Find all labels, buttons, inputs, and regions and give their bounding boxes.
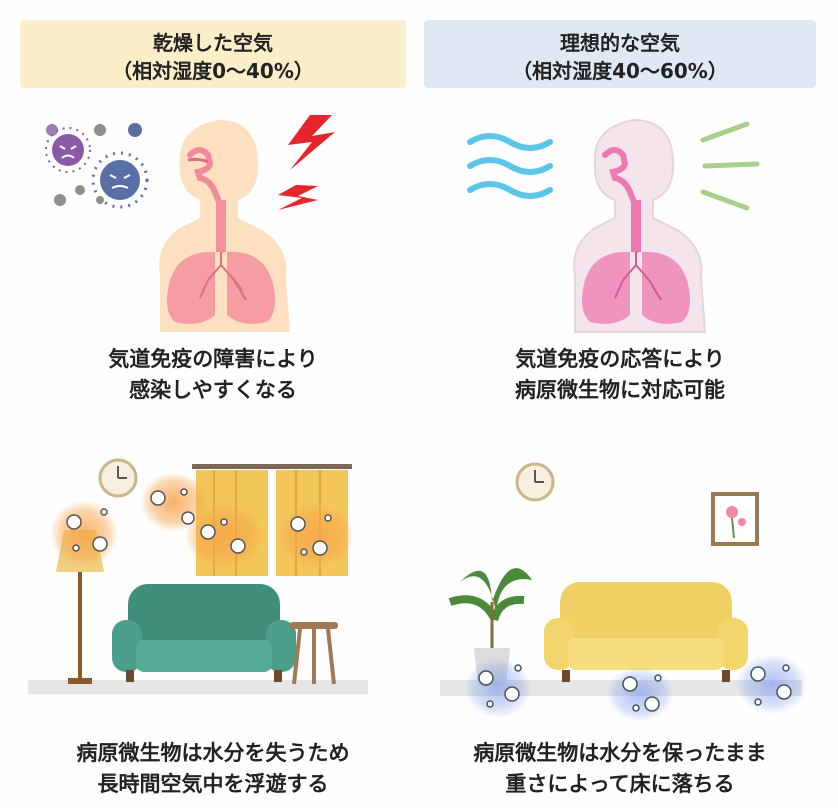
dry-air-caption: 気道免疫の障害により 感染しやすくなる (20, 344, 406, 406)
sofa (544, 582, 748, 682)
dry-air-header: 乾燥した空気 （相対湿度0〜40%） (20, 20, 406, 88)
clock-icon (515, 462, 555, 502)
ideal-air-caption-line2: 病原微生物に対応可能 (515, 378, 725, 402)
lightning-icon (278, 115, 335, 210)
fresh-air-lines-icon (700, 121, 760, 211)
floor (28, 680, 368, 694)
ideal-air-humidity-range: （相対湿度40〜60%） (512, 59, 728, 83)
dry-room-caption: 病原微生物は水分を失うため 長時間空気中を浮遊する (20, 738, 406, 800)
ideal-room-illustration (440, 462, 808, 722)
floating-virus-cluster (50, 472, 354, 568)
clock-icon (98, 458, 138, 498)
ideal-air-header: 理想的な空気 （相対湿度40〜60%） (424, 20, 816, 88)
dry-air-caption-line1: 気道免疫の障害により (108, 347, 318, 371)
dry-air-body-illustration (45, 115, 335, 332)
ideal-air-title: 理想的な空気 (560, 31, 680, 55)
dry-air-caption-line2: 感染しやすくなる (129, 378, 297, 402)
dry-air-humidity-range: （相対湿度0〜40%） (112, 59, 314, 83)
ideal-air-caption-line1: 気道免疫の応答により (515, 347, 725, 371)
dry-room-caption-line2: 長時間空気中を浮遊する (97, 772, 329, 796)
virus-icon (66, 488, 332, 556)
virus-icon (91, 151, 149, 209)
ideal-room-caption-line1: 病原微生物は水分を保ったまま (473, 741, 767, 765)
flower-painting-icon (711, 492, 759, 546)
ideal-room-caption-line2: 重さによって床に落ちる (505, 772, 735, 796)
lungs-icon (581, 251, 691, 324)
ideal-air-caption: 気道免疫の応答により 病原微生物に対応可能 (424, 344, 816, 406)
sofa (112, 584, 296, 682)
dry-air-title: 乾燥した空気 (153, 31, 273, 55)
dry-room-illustration (28, 458, 368, 694)
lungs-icon (166, 251, 276, 324)
side-table (290, 622, 338, 685)
ideal-air-body-illustration (467, 118, 760, 333)
virus-icon (45, 127, 91, 173)
dry-room-caption-line1: 病原微生物は水分を失うため (76, 741, 350, 765)
wind-icon (467, 133, 553, 199)
virus-icon (478, 664, 792, 712)
ideal-room-caption: 病原微生物は水分を保ったまま 重さによって床に落ちる (424, 738, 816, 800)
